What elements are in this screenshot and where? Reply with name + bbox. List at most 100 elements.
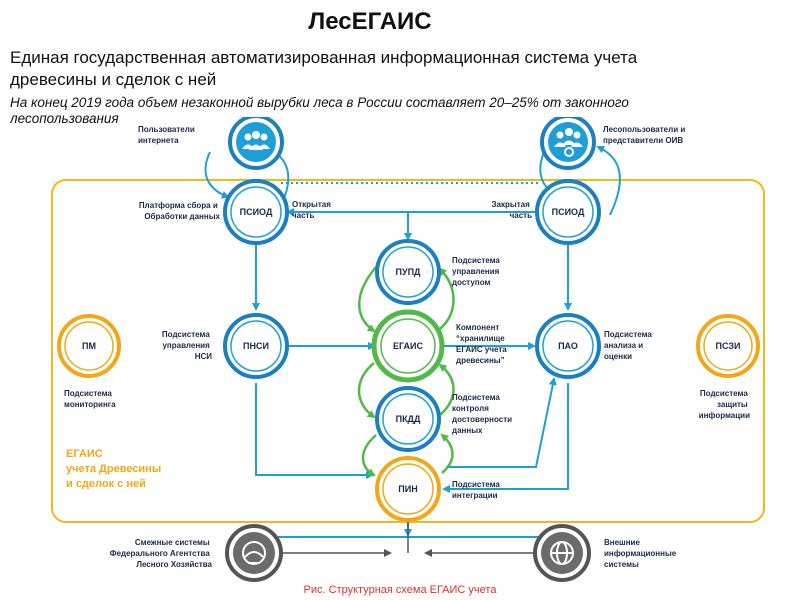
label-pszi-desc-2: защиты [717, 400, 748, 409]
label-pkdd-desc-4: данных [452, 426, 483, 435]
label-related-systems-2: Федерального Агентства [110, 549, 211, 558]
node-pszi[interactable]: ПСЗИ [696, 314, 760, 378]
node-egais-label: ЕГАИС [393, 341, 424, 351]
node-psiod-right[interactable]: ПСИОД [535, 179, 601, 245]
connector-psiod-forest [596, 145, 621, 216]
label-pin-desc: Подсистема интеграции [452, 480, 502, 500]
external-systems-node [533, 524, 591, 582]
node-psiod-right-label: ПСИОД [552, 207, 585, 217]
label-pnsi-desc-2: управления [162, 341, 210, 350]
label-pupd-desc-2: управления [452, 267, 500, 276]
label-egais-desc-3: ЕГАИС учета [456, 345, 507, 354]
note-line-1: На конец 2019 года объем незаконной выру… [10, 95, 629, 110]
label-internet-users: Пользователи интернета [138, 125, 197, 145]
node-egais[interactable]: ЕГАИС [371, 309, 445, 383]
page-title: ЛесЕГАИС [308, 8, 432, 35]
label-pszi-desc-3: информации [699, 411, 750, 420]
label-pm-desc-1: Подсистема [64, 389, 112, 398]
label-forest-users-1: Лесопользователи и [603, 125, 685, 134]
label-egais-desc: Компонент “хранилище ЕГАИС учета древеси… [456, 323, 509, 365]
label-egais-system-2: учета Древесины [66, 463, 161, 475]
label-egais-system: ЕГАИС учета Древесины и сделок с ней [66, 448, 164, 490]
related-systems-node [225, 524, 283, 582]
label-pin-desc-1: Подсистема [452, 480, 500, 489]
node-pnsi-label: ПНСИ [243, 341, 269, 351]
label-egais-desc-4: древесины” [456, 356, 505, 365]
label-pszi-desc-1: Подсистема [700, 389, 748, 398]
node-pkdd[interactable]: ПКДД [375, 386, 441, 452]
label-related-systems: Смежные системы Федерального Агентства Л… [110, 538, 213, 569]
forestry-icon [242, 541, 266, 565]
subtitle-line-1: Единая государственная автоматизированна… [10, 48, 638, 67]
forest-users-icon-node [540, 117, 596, 170]
cycle-pupd-egais [358, 266, 377, 333]
label-pupd-desc-1: Подсистема [452, 256, 500, 265]
label-internet-users-2: интернета [138, 136, 179, 145]
node-pao[interactable]: ПАО [535, 313, 601, 379]
cycle-pin-pkdd [440, 433, 454, 474]
connector-pnsi-pin [255, 383, 374, 479]
label-closed-part-2: часть [510, 211, 532, 220]
label-pnsi-desc-1: Подсистема [162, 330, 210, 339]
label-pkdd-desc-1: Подсистема [452, 393, 500, 402]
label-pm-desc-2: мониторинга [64, 400, 116, 409]
figure-caption: Рис. Структурная схема ЕГАИС учета [303, 584, 497, 596]
cycle-pkdd-pin [361, 434, 377, 477]
label-egais-system-1: ЕГАИС [66, 448, 103, 460]
label-open-part-1: Открытая [292, 200, 331, 209]
node-psiod-left-label: ПСИОД [240, 207, 273, 217]
note-line-2: лесопользования [10, 111, 119, 126]
label-internet-users-1: Пользователи [138, 125, 195, 134]
label-pupd-desc: Подсистема управления доступом [452, 256, 502, 287]
people-gear-icon [554, 128, 583, 157]
node-psiod-left[interactable]: ПСИОД [223, 179, 289, 245]
connector-pao-pin [442, 383, 569, 493]
label-external-systems: Внешние информационные системы [604, 538, 678, 569]
label-egais-system-3: и сделок с ней [66, 478, 146, 490]
node-pupd[interactable]: ПУПД [375, 239, 441, 305]
node-pao-label: ПАО [558, 341, 578, 351]
users-icon [242, 131, 270, 150]
node-pin[interactable]: ПИН [375, 456, 441, 522]
label-external-systems-1: Внешние [604, 538, 640, 547]
node-pin-label: ПИН [398, 484, 417, 494]
label-egais-desc-2: “хранилище [456, 334, 505, 343]
node-pm[interactable]: ПМ [57, 314, 121, 378]
node-pszi-label: ПСЗИ [716, 341, 741, 351]
label-open-part: Открытая часть [292, 200, 333, 220]
subtitle: Единая государственная автоматизированна… [10, 47, 780, 91]
label-external-systems-3: системы [604, 560, 639, 569]
subtitle-line-2: древесины и сделок с ней [10, 70, 217, 89]
label-pnsi-desc-3: НСИ [195, 352, 213, 361]
label-pszi-desc: Подсистема защиты информации [699, 389, 750, 420]
label-pao-desc-3: оценки [604, 352, 632, 361]
users-icon-node [228, 117, 284, 170]
label-related-systems-1: Смежные системы [135, 538, 210, 547]
label-closed-part-1: Закрытая [492, 200, 531, 209]
label-forest-users-2: представители ОИВ [603, 136, 683, 145]
label-related-systems-3: Лесного Хозяйства [136, 560, 212, 569]
label-pkdd-desc-3: достоверности [452, 415, 512, 424]
label-pm-desc: Подсистема мониторинга [64, 389, 116, 409]
label-egais-desc-1: Компонент [456, 323, 499, 332]
cycle-pkdd-egais [438, 363, 455, 416]
label-pupd-desc-3: доступом [452, 278, 490, 287]
cycle-egais-pupd [438, 267, 455, 330]
label-platform: Платформа сбора и Обработки данных [139, 201, 221, 221]
label-pin-desc-2: интеграции [452, 491, 498, 500]
label-platform-2: Обработки данных [144, 212, 220, 221]
node-pkdd-label: ПКДД [396, 414, 421, 424]
structure-diagram: ПСИОД ПСИОД ПУПД ПНСИ ПАО ПКДД ЕГАИС ПМ [48, 117, 772, 597]
connector-users-psiod [204, 151, 230, 199]
label-external-systems-2: информационные [604, 549, 677, 558]
label-pkdd-desc-2: контроля [452, 404, 489, 413]
node-pnsi[interactable]: ПНСИ [223, 313, 289, 379]
label-platform-1: Платформа сбора и [139, 201, 218, 210]
label-pao-desc-2: анализа и [604, 341, 643, 350]
node-pm-label: ПМ [82, 341, 96, 351]
label-open-part-2: часть [292, 211, 314, 220]
label-pao-desc: Подсистема анализа и оценки [604, 330, 654, 361]
label-closed-part: Закрытая часть [492, 200, 533, 220]
connector-pin-pao [446, 377, 557, 468]
cycle-egais-pkdd [357, 362, 376, 419]
